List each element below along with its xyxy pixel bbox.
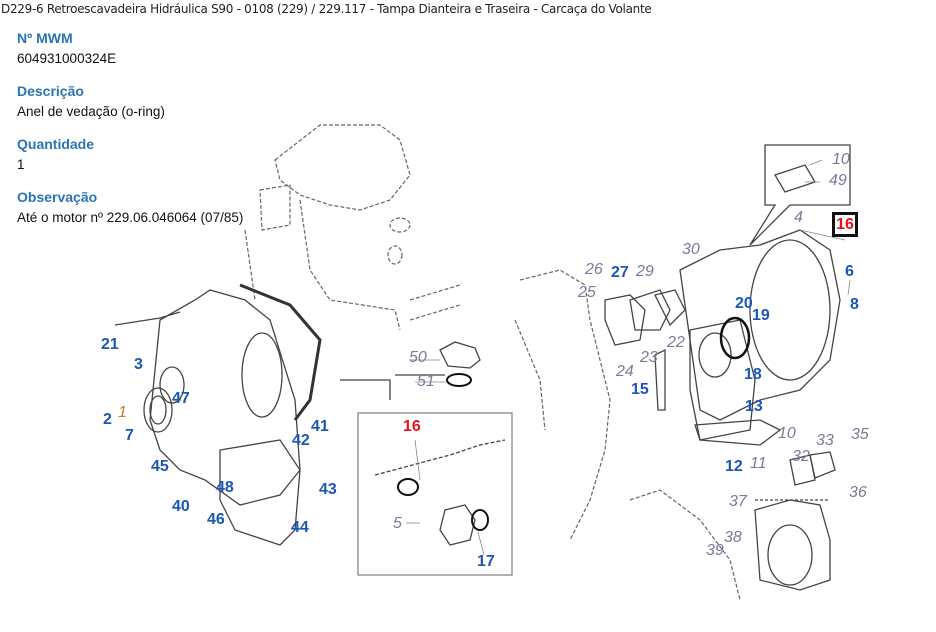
callout-40[interactable]: 40 xyxy=(172,498,190,515)
callout-38[interactable]: 38 xyxy=(724,529,742,546)
callout-23[interactable]: 23 xyxy=(640,349,658,366)
callout-21[interactable]: 21 xyxy=(101,336,119,353)
callout-25[interactable]: 25 xyxy=(578,284,596,301)
breadcrumb-model[interactable]: D229-6 Retroescavadeira Hidráulica S90 -… xyxy=(1,2,308,16)
callout-46[interactable]: 46 xyxy=(207,511,225,528)
callout-50[interactable]: 50 xyxy=(409,349,427,366)
callout-33[interactable]: 33 xyxy=(816,432,834,449)
callout-49[interactable]: 49 xyxy=(829,172,847,189)
callout-13[interactable]: 13 xyxy=(745,398,763,415)
description-label: Descrição xyxy=(17,83,84,99)
callout-26[interactable]: 26 xyxy=(585,261,603,278)
callout-24[interactable]: 24 xyxy=(616,363,634,380)
callout-47[interactable]: 47 xyxy=(172,390,190,407)
callout-43[interactable]: 43 xyxy=(319,481,337,498)
callout-10-rear[interactable]: 10 xyxy=(778,425,796,442)
callout-7[interactable]: 7 xyxy=(125,427,134,444)
callout-8[interactable]: 8 xyxy=(850,296,859,313)
callout-32[interactable]: 32 xyxy=(792,448,810,465)
callout-1[interactable]: 1 xyxy=(118,404,127,421)
callout-17[interactable]: 17 xyxy=(477,553,495,570)
callout-51[interactable]: 51 xyxy=(417,373,435,390)
callout-42[interactable]: 42 xyxy=(292,432,310,449)
callout-48[interactable]: 48 xyxy=(216,479,234,496)
observation-value: Até o motor nº 229.06.046064 (07/85) xyxy=(17,210,244,225)
callout-19[interactable]: 19 xyxy=(752,307,770,324)
quantity-label: Quantidade xyxy=(17,136,95,152)
callout-3[interactable]: 3 xyxy=(134,356,143,373)
observation-label: Observação xyxy=(17,189,98,205)
callout-45[interactable]: 45 xyxy=(151,458,169,475)
callout-10-inset[interactable]: 10 xyxy=(832,151,850,168)
callout-16-boxed[interactable]: 16 xyxy=(836,215,854,233)
callout-16-selected[interactable]: 16 xyxy=(403,418,421,435)
callout-44[interactable]: 44 xyxy=(291,519,309,536)
callout-35[interactable]: 35 xyxy=(851,426,869,443)
callout-12[interactable]: 12 xyxy=(725,458,743,475)
callout-5[interactable]: 5 xyxy=(393,515,402,532)
description-value: Anel de vedação (o-ring) xyxy=(17,104,165,119)
breadcrumb: D229-6 Retroescavadeira Hidráulica S90 -… xyxy=(1,2,652,16)
part-info-panel: Nº MWM 604931000324E Descrição Anel de v… xyxy=(17,30,243,242)
breadcrumb-separator: / xyxy=(307,2,319,16)
callout-29[interactable]: 29 xyxy=(636,263,654,280)
callout-15[interactable]: 15 xyxy=(631,381,649,398)
callout-27[interactable]: 27 xyxy=(611,264,629,281)
mwm-label: Nº MWM xyxy=(17,30,73,46)
callout-30[interactable]: 30 xyxy=(682,241,700,258)
quantity-value: 1 xyxy=(17,157,25,172)
breadcrumb-group[interactable]: 229.117 - Tampa Dianteira e Traseira - C… xyxy=(318,2,652,16)
callout-6[interactable]: 6 xyxy=(845,263,854,280)
callout-22[interactable]: 22 xyxy=(667,334,685,351)
callout-41[interactable]: 41 xyxy=(311,418,329,435)
callout-36[interactable]: 36 xyxy=(849,484,867,501)
mwm-value: 604931000324E xyxy=(17,51,117,66)
callout-2[interactable]: 2 xyxy=(103,411,112,428)
callout-20[interactable]: 20 xyxy=(735,295,753,312)
callout-39[interactable]: 39 xyxy=(706,542,724,559)
callout-4[interactable]: 4 xyxy=(794,209,803,226)
callout-37[interactable]: 37 xyxy=(729,493,747,510)
callout-18[interactable]: 18 xyxy=(744,366,762,383)
selected-part-box[interactable]: 16 xyxy=(832,212,858,237)
callout-11[interactable]: 11 xyxy=(750,455,767,472)
